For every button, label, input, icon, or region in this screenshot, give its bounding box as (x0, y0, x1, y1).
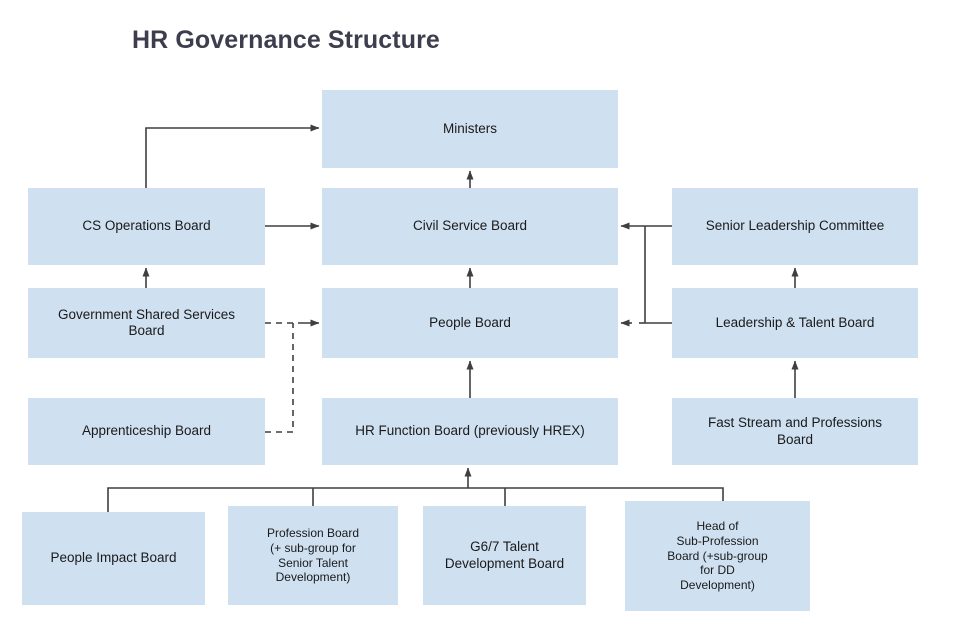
node-ministers[interactable]: Ministers (322, 90, 618, 168)
node-hr-function-board[interactable]: HR Function Board (previously HREX) (322, 398, 618, 465)
node-people-impact-board[interactable]: People Impact Board (22, 512, 205, 605)
edge-cs-operations-to-ministers (145, 124, 320, 188)
node-cs-operations-board[interactable]: CS Operations Board (28, 188, 265, 265)
page-title: HR Governance Structure (132, 26, 440, 54)
node-leadership-talent-board[interactable]: Leadership & Talent Board (672, 288, 918, 358)
edge-apprenticeship-to-people-board (265, 323, 294, 433)
node-people-board[interactable]: People Board (322, 288, 618, 358)
node-government-shared-services-board[interactable]: Government Shared Services Board (28, 288, 265, 358)
node-civil-service-board[interactable]: Civil Service Board (322, 188, 618, 265)
node-g67-talent-development-board[interactable]: G6/7 Talent Development Board (423, 506, 586, 605)
node-head-of-sub-profession-board[interactable]: Head of Sub-Profession Board (+sub-group… (625, 501, 810, 611)
node-fast-stream-professions-board[interactable]: Fast Stream and Professions Board (672, 398, 918, 465)
node-senior-leadership-committee[interactable]: Senior Leadership Committee (672, 188, 918, 265)
node-profession-board[interactable]: Profession Board (+ sub-group for Senior… (228, 506, 398, 605)
node-apprenticeship-board[interactable]: Apprenticeship Board (28, 398, 265, 465)
edge-bottom-bus (107, 487, 724, 512)
